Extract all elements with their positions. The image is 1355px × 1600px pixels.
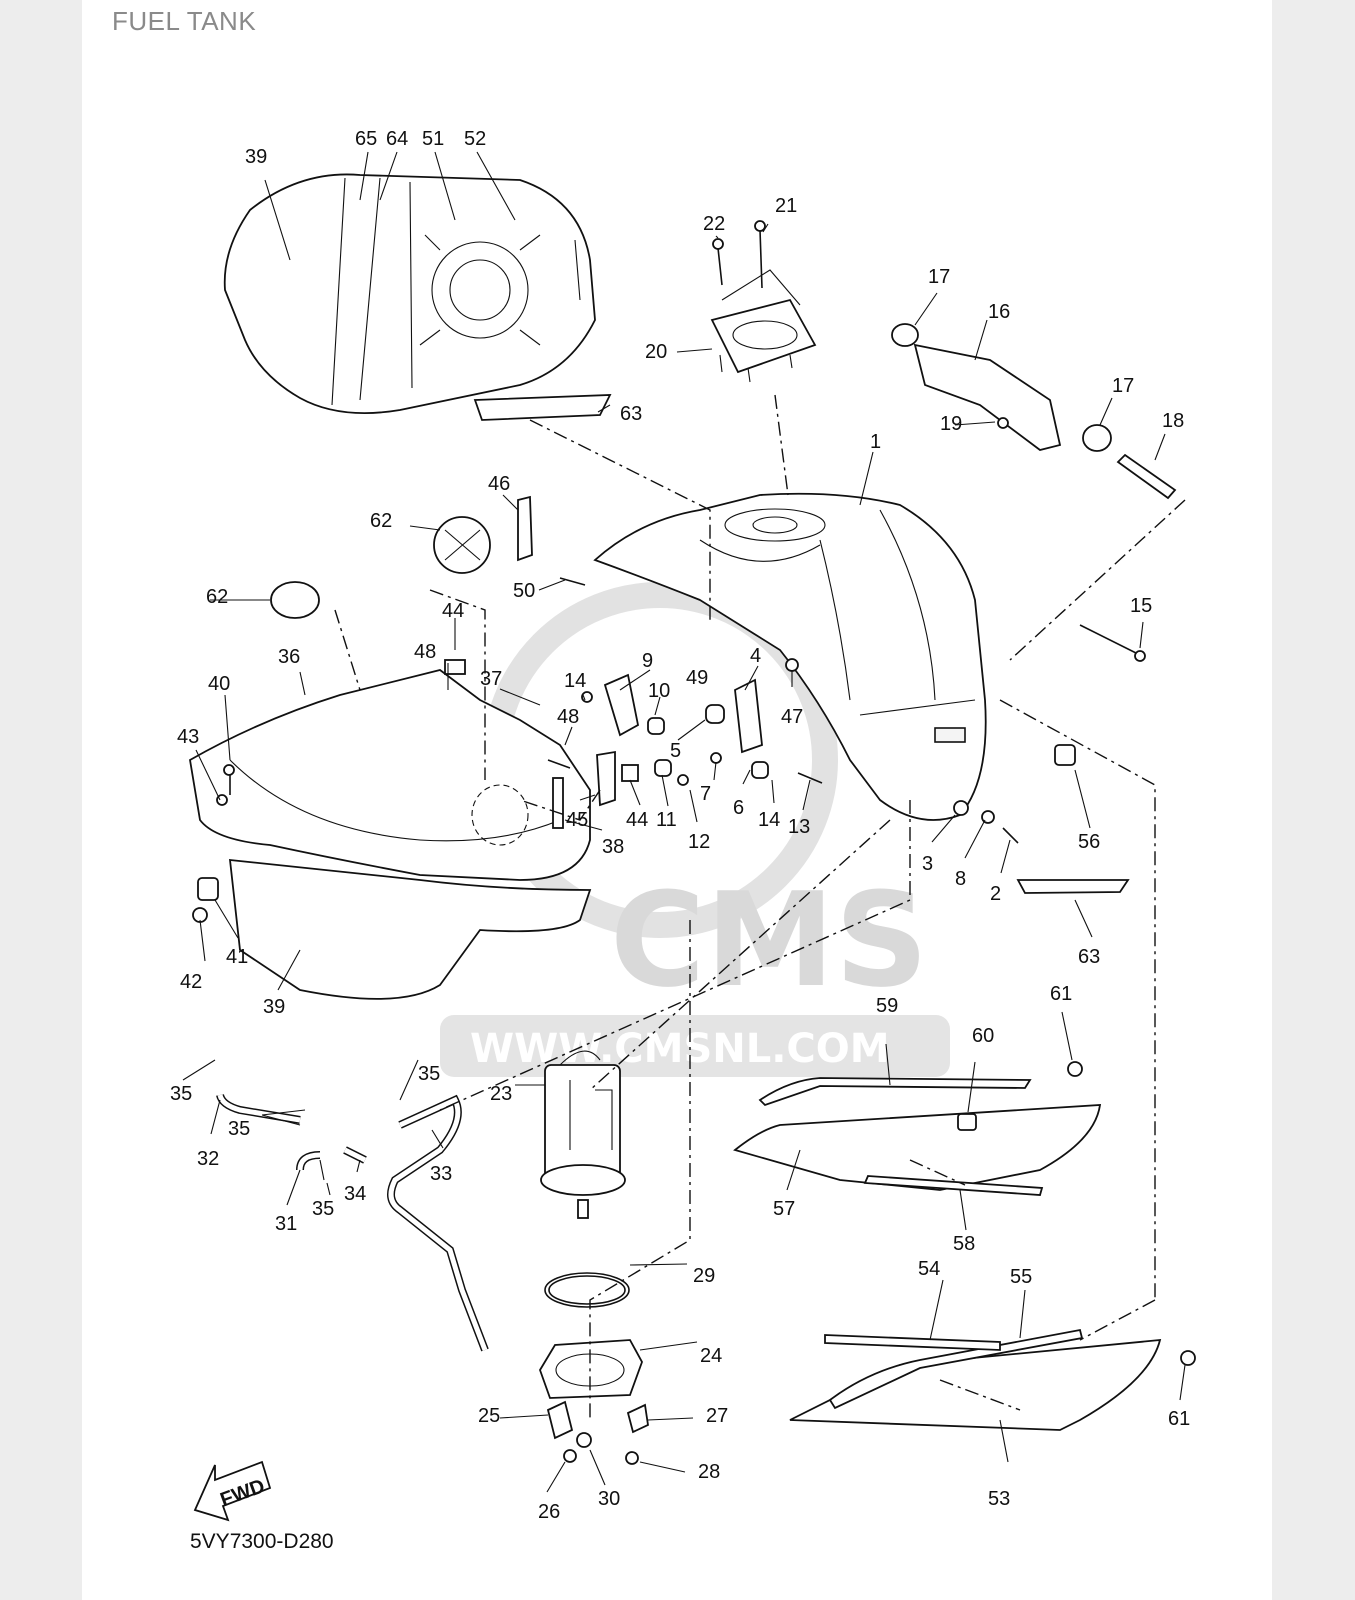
callout-13: 13 bbox=[788, 816, 810, 838]
callout-50: 50 bbox=[513, 580, 535, 602]
callout-48a: 48 bbox=[414, 641, 436, 663]
callout-33: 33 bbox=[430, 1163, 452, 1185]
tank-top-cover bbox=[223, 173, 596, 414]
callout-35d: 35 bbox=[312, 1198, 334, 1220]
callout-58: 58 bbox=[953, 1233, 975, 1255]
watermark-brand: CMS bbox=[610, 864, 928, 1016]
callout-15: 15 bbox=[1130, 595, 1152, 617]
callout-49: 49 bbox=[686, 667, 708, 689]
callout-37: 37 bbox=[480, 668, 502, 690]
callout-20: 20 bbox=[645, 341, 667, 363]
callout-63a: 63 bbox=[620, 403, 642, 425]
bracket-parts bbox=[192, 394, 1146, 923]
callout-9: 9 bbox=[642, 650, 653, 672]
fwd-arrow-icon: FWD bbox=[193, 1460, 272, 1522]
callout-25: 25 bbox=[478, 1405, 500, 1427]
callout-31: 31 bbox=[275, 1213, 297, 1235]
callout-30: 30 bbox=[598, 1488, 620, 1510]
fuel-tank bbox=[593, 492, 987, 821]
callout-27: 27 bbox=[706, 1405, 728, 1427]
callout-55: 55 bbox=[1010, 1266, 1032, 1288]
callout-57: 57 bbox=[773, 1198, 795, 1220]
callout-34: 34 bbox=[344, 1183, 366, 1205]
callout-39b: 39 bbox=[263, 996, 285, 1018]
callout-41: 41 bbox=[226, 946, 248, 968]
callout-16: 16 bbox=[988, 301, 1010, 323]
hoses bbox=[216, 1093, 489, 1352]
callout-22: 22 bbox=[703, 213, 725, 235]
fuel-pump bbox=[539, 1050, 649, 1465]
callout-61a: 61 bbox=[1050, 983, 1072, 1005]
callout-46: 46 bbox=[488, 473, 510, 495]
callout-44a: 44 bbox=[442, 600, 464, 622]
callout-5: 5 bbox=[670, 740, 681, 762]
callout-26: 26 bbox=[538, 1501, 560, 1523]
callout-35a: 35 bbox=[418, 1063, 440, 1085]
callout-23: 23 bbox=[490, 1083, 512, 1105]
callout-54: 54 bbox=[918, 1258, 940, 1280]
leader-lines bbox=[182, 151, 1186, 1493]
callout-10: 10 bbox=[648, 680, 670, 702]
side-cover-assembly bbox=[189, 516, 592, 1000]
callout-6: 6 bbox=[733, 797, 744, 819]
callout-1: 1 bbox=[870, 431, 881, 453]
callout-14a: 14 bbox=[564, 670, 586, 692]
callout-39: 39 bbox=[245, 146, 267, 168]
callout-2: 2 bbox=[990, 883, 1001, 905]
callout-36: 36 bbox=[278, 646, 300, 668]
callout-7: 7 bbox=[700, 783, 711, 805]
callout-47: 47 bbox=[781, 706, 803, 728]
callout-14b: 14 bbox=[758, 809, 780, 831]
callout-53: 53 bbox=[988, 1488, 1010, 1510]
hinge-assembly bbox=[891, 323, 1177, 500]
callout-52: 52 bbox=[464, 128, 486, 150]
assembly-lines bbox=[334, 394, 1186, 1420]
callout-18: 18 bbox=[1162, 410, 1184, 432]
callout-32: 32 bbox=[197, 1148, 219, 1170]
side-panels bbox=[733, 1061, 1196, 1431]
callout-62b: 62 bbox=[206, 586, 228, 608]
callout-63b: 63 bbox=[1078, 946, 1100, 968]
callout-4: 4 bbox=[750, 645, 761, 667]
callout-labels: 39 65 64 51 52 22 21 20 17 16 17 18 19 6… bbox=[170, 128, 1190, 1523]
callout-65: 65 bbox=[355, 128, 377, 150]
filler-cap bbox=[710, 220, 817, 383]
callout-43: 43 bbox=[177, 726, 199, 748]
callout-19: 19 bbox=[940, 413, 962, 435]
callout-35c: 35 bbox=[228, 1118, 250, 1140]
callout-51: 51 bbox=[422, 128, 444, 150]
callout-42: 42 bbox=[180, 971, 202, 993]
callout-44b: 44 bbox=[626, 809, 648, 831]
callout-24: 24 bbox=[700, 1345, 722, 1367]
callout-60: 60 bbox=[972, 1025, 994, 1047]
callout-28: 28 bbox=[698, 1461, 720, 1483]
callout-56: 56 bbox=[1078, 831, 1100, 853]
callout-61b: 61 bbox=[1168, 1408, 1190, 1430]
callout-35b: 35 bbox=[170, 1083, 192, 1105]
callout-38: 38 bbox=[602, 836, 624, 858]
callout-64: 64 bbox=[386, 128, 408, 150]
callout-12: 12 bbox=[688, 831, 710, 853]
callout-17b: 17 bbox=[1112, 375, 1134, 397]
callout-11: 11 bbox=[656, 809, 677, 831]
callout-59: 59 bbox=[876, 995, 898, 1017]
callout-8: 8 bbox=[955, 868, 966, 890]
watermark-url: WWW.CMSNL.COM bbox=[470, 1026, 890, 1072]
callout-45: 45 bbox=[566, 809, 588, 831]
callout-48b: 48 bbox=[557, 706, 579, 728]
page-title: FUEL TANK bbox=[112, 6, 257, 36]
callout-21: 21 bbox=[775, 195, 797, 217]
callout-29: 29 bbox=[693, 1265, 715, 1287]
callout-17a: 17 bbox=[928, 266, 950, 288]
callout-62a: 62 bbox=[370, 510, 392, 532]
callout-3: 3 bbox=[922, 853, 933, 875]
callout-40: 40 bbox=[208, 673, 230, 695]
diagram-code: 5VY7300-D280 bbox=[190, 1530, 334, 1553]
